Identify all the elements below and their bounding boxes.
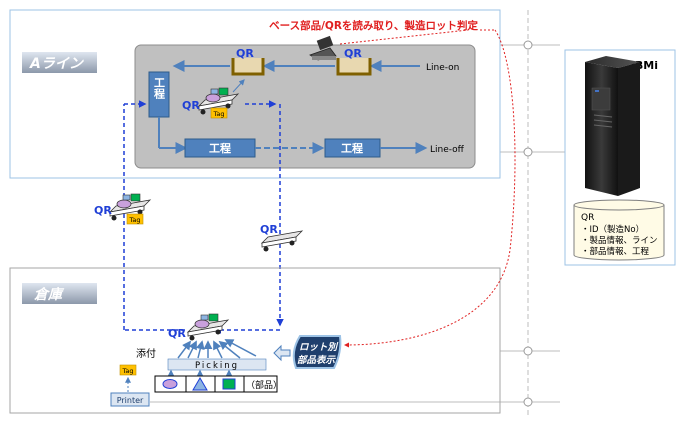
svg-text:工程: 工程 [153, 77, 166, 100]
cart-warehouse [186, 313, 230, 341]
annotation-top: ベース部品/QRを読み取り、製造ロット判定 [269, 19, 478, 32]
attach-label: 添付 [136, 347, 156, 360]
parts-arrows [167, 369, 233, 377]
svg-text:Printer: Printer [117, 396, 144, 405]
parts-label: （部品） [246, 379, 282, 391]
tag-transit-left: Tag [126, 213, 144, 225]
svg-text:QR: QR [581, 213, 594, 223]
picking-label: Picking [195, 361, 239, 371]
line-on-label: Line-on [426, 63, 459, 73]
line-off-label: Line-off [430, 145, 465, 155]
process-box-1: 工程 [184, 138, 256, 158]
line-a-label: Aライン [29, 56, 84, 72]
dashed-flow [123, 100, 284, 334]
cart-on-line [197, 87, 240, 115]
process-box-2: 工程 [324, 138, 381, 158]
qr-label-transit-left: QR [94, 204, 112, 217]
svg-text:Tag: Tag [212, 110, 224, 118]
qr-label-empty-cart: QR [260, 223, 278, 236]
parts-bin [154, 375, 278, 393]
svg-text:・ID（製造No）: ・ID（製造No） [581, 224, 644, 235]
svg-text:・製品情報、ライン: ・製品情報、ライン [581, 235, 658, 246]
server-icon [585, 56, 640, 196]
qr-label-warehouse: QR [168, 327, 186, 340]
tag-line: Tag [210, 107, 228, 119]
line-panel [134, 44, 476, 169]
line-a-label-bar [22, 52, 97, 73]
red-dotted-link [344, 29, 516, 348]
qr-tray-right: QR [336, 47, 372, 76]
tag-warehouse: Tag [119, 364, 137, 376]
picking-arrows [177, 339, 257, 359]
qr-database: QR ・ID（製造No） ・製品情報、ライン ・部品情報、工程 [573, 199, 665, 261]
svg-text:QR: QR [344, 47, 362, 60]
svg-text:QR: QR [236, 47, 254, 60]
svg-text:部品表示: 部品表示 [297, 354, 337, 366]
scanner-icon [309, 35, 337, 61]
picking-bar [167, 358, 267, 371]
warehouse-frame [9, 267, 501, 414]
lot-display-arrow [273, 344, 291, 362]
qr-label-line: QR [182, 99, 200, 112]
warehouse-label-bar [22, 283, 97, 304]
cart-empty-right [260, 230, 304, 252]
svg-text:工程: 工程 [341, 141, 363, 155]
right-separator [150, 10, 565, 415]
printer-box: Printer [110, 392, 150, 407]
svg-text:Tag: Tag [128, 216, 140, 224]
svg-text:ロット別: ロット別 [299, 342, 339, 353]
cart-transit-left [108, 193, 152, 221]
warehouse-label: 倉庫 [34, 286, 65, 303]
svg-text:・部品情報、工程: ・部品情報、工程 [581, 246, 650, 257]
svg-text:Tag: Tag [121, 367, 133, 375]
lot-display-callout: ロット別 部品表示 [292, 335, 342, 369]
qr-tray-left: QR [231, 47, 265, 76]
process-vertical: 工程 [148, 71, 170, 118]
svg-text:工程: 工程 [209, 141, 231, 155]
